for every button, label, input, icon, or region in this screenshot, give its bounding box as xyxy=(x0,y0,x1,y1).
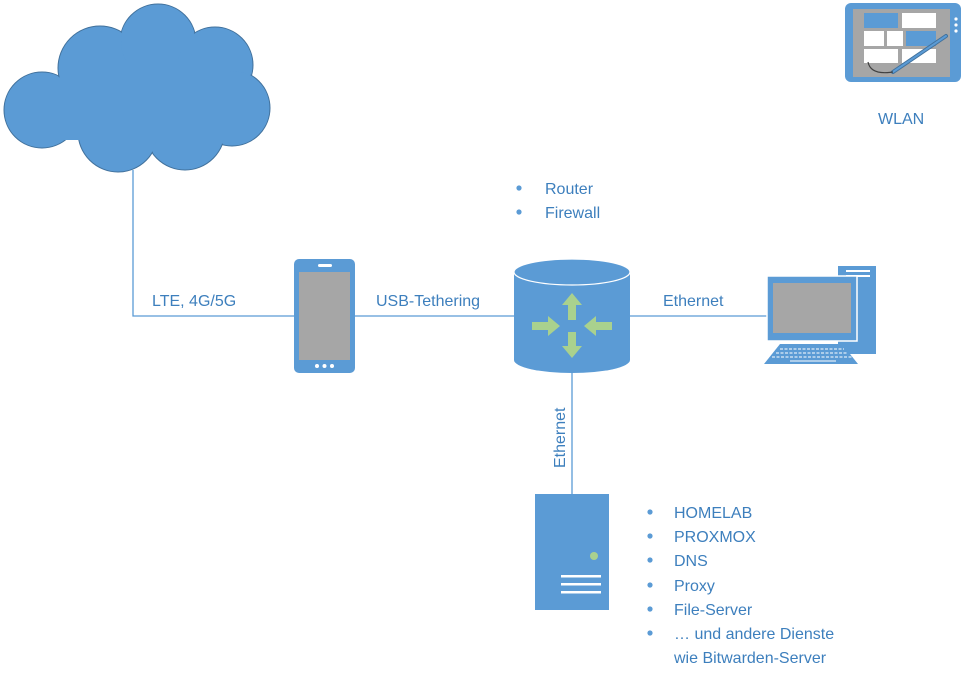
desktop-computer-icon xyxy=(764,266,876,364)
bullet xyxy=(647,606,653,612)
wlan-label: WLAN xyxy=(878,111,924,128)
server-icon xyxy=(535,494,609,610)
router-icon xyxy=(513,258,631,373)
server-services-list: HOMELAB PROXMOX DNS Proxy File-Server … … xyxy=(647,505,834,667)
cloud-fill xyxy=(5,5,269,171)
service-item: HOMELAB xyxy=(674,505,752,522)
lte-label: LTE, 4G/5G xyxy=(152,293,236,310)
router-feature-item: Firewall xyxy=(545,205,600,222)
usb-tethering-label: USB-Tethering xyxy=(376,293,480,310)
bullet xyxy=(516,209,522,215)
service-item-continuation: wie Bitwarden-Server xyxy=(673,650,827,667)
bullet xyxy=(647,533,653,539)
service-item: Proxy xyxy=(674,578,715,595)
bullet xyxy=(647,557,653,563)
bullet xyxy=(647,509,653,515)
service-item: … und andere Dienste xyxy=(674,626,834,643)
router-feature-item: Router xyxy=(545,181,594,198)
tablet-icon xyxy=(845,3,961,82)
bullet xyxy=(647,630,653,636)
bullet xyxy=(647,582,653,588)
smartphone-icon xyxy=(294,259,355,373)
service-item: File-Server xyxy=(674,602,753,619)
service-item: PROXMOX xyxy=(674,529,756,546)
ethernet-desktop-label: Ethernet xyxy=(663,293,724,310)
bullet xyxy=(516,185,522,191)
ethernet-server-label: Ethernet xyxy=(552,407,569,468)
connection-lines xyxy=(132,170,768,494)
router-feature-list: Router Firewall xyxy=(516,181,600,222)
service-item: DNS xyxy=(674,553,708,570)
connection-cloud-to-phone xyxy=(132,170,295,317)
